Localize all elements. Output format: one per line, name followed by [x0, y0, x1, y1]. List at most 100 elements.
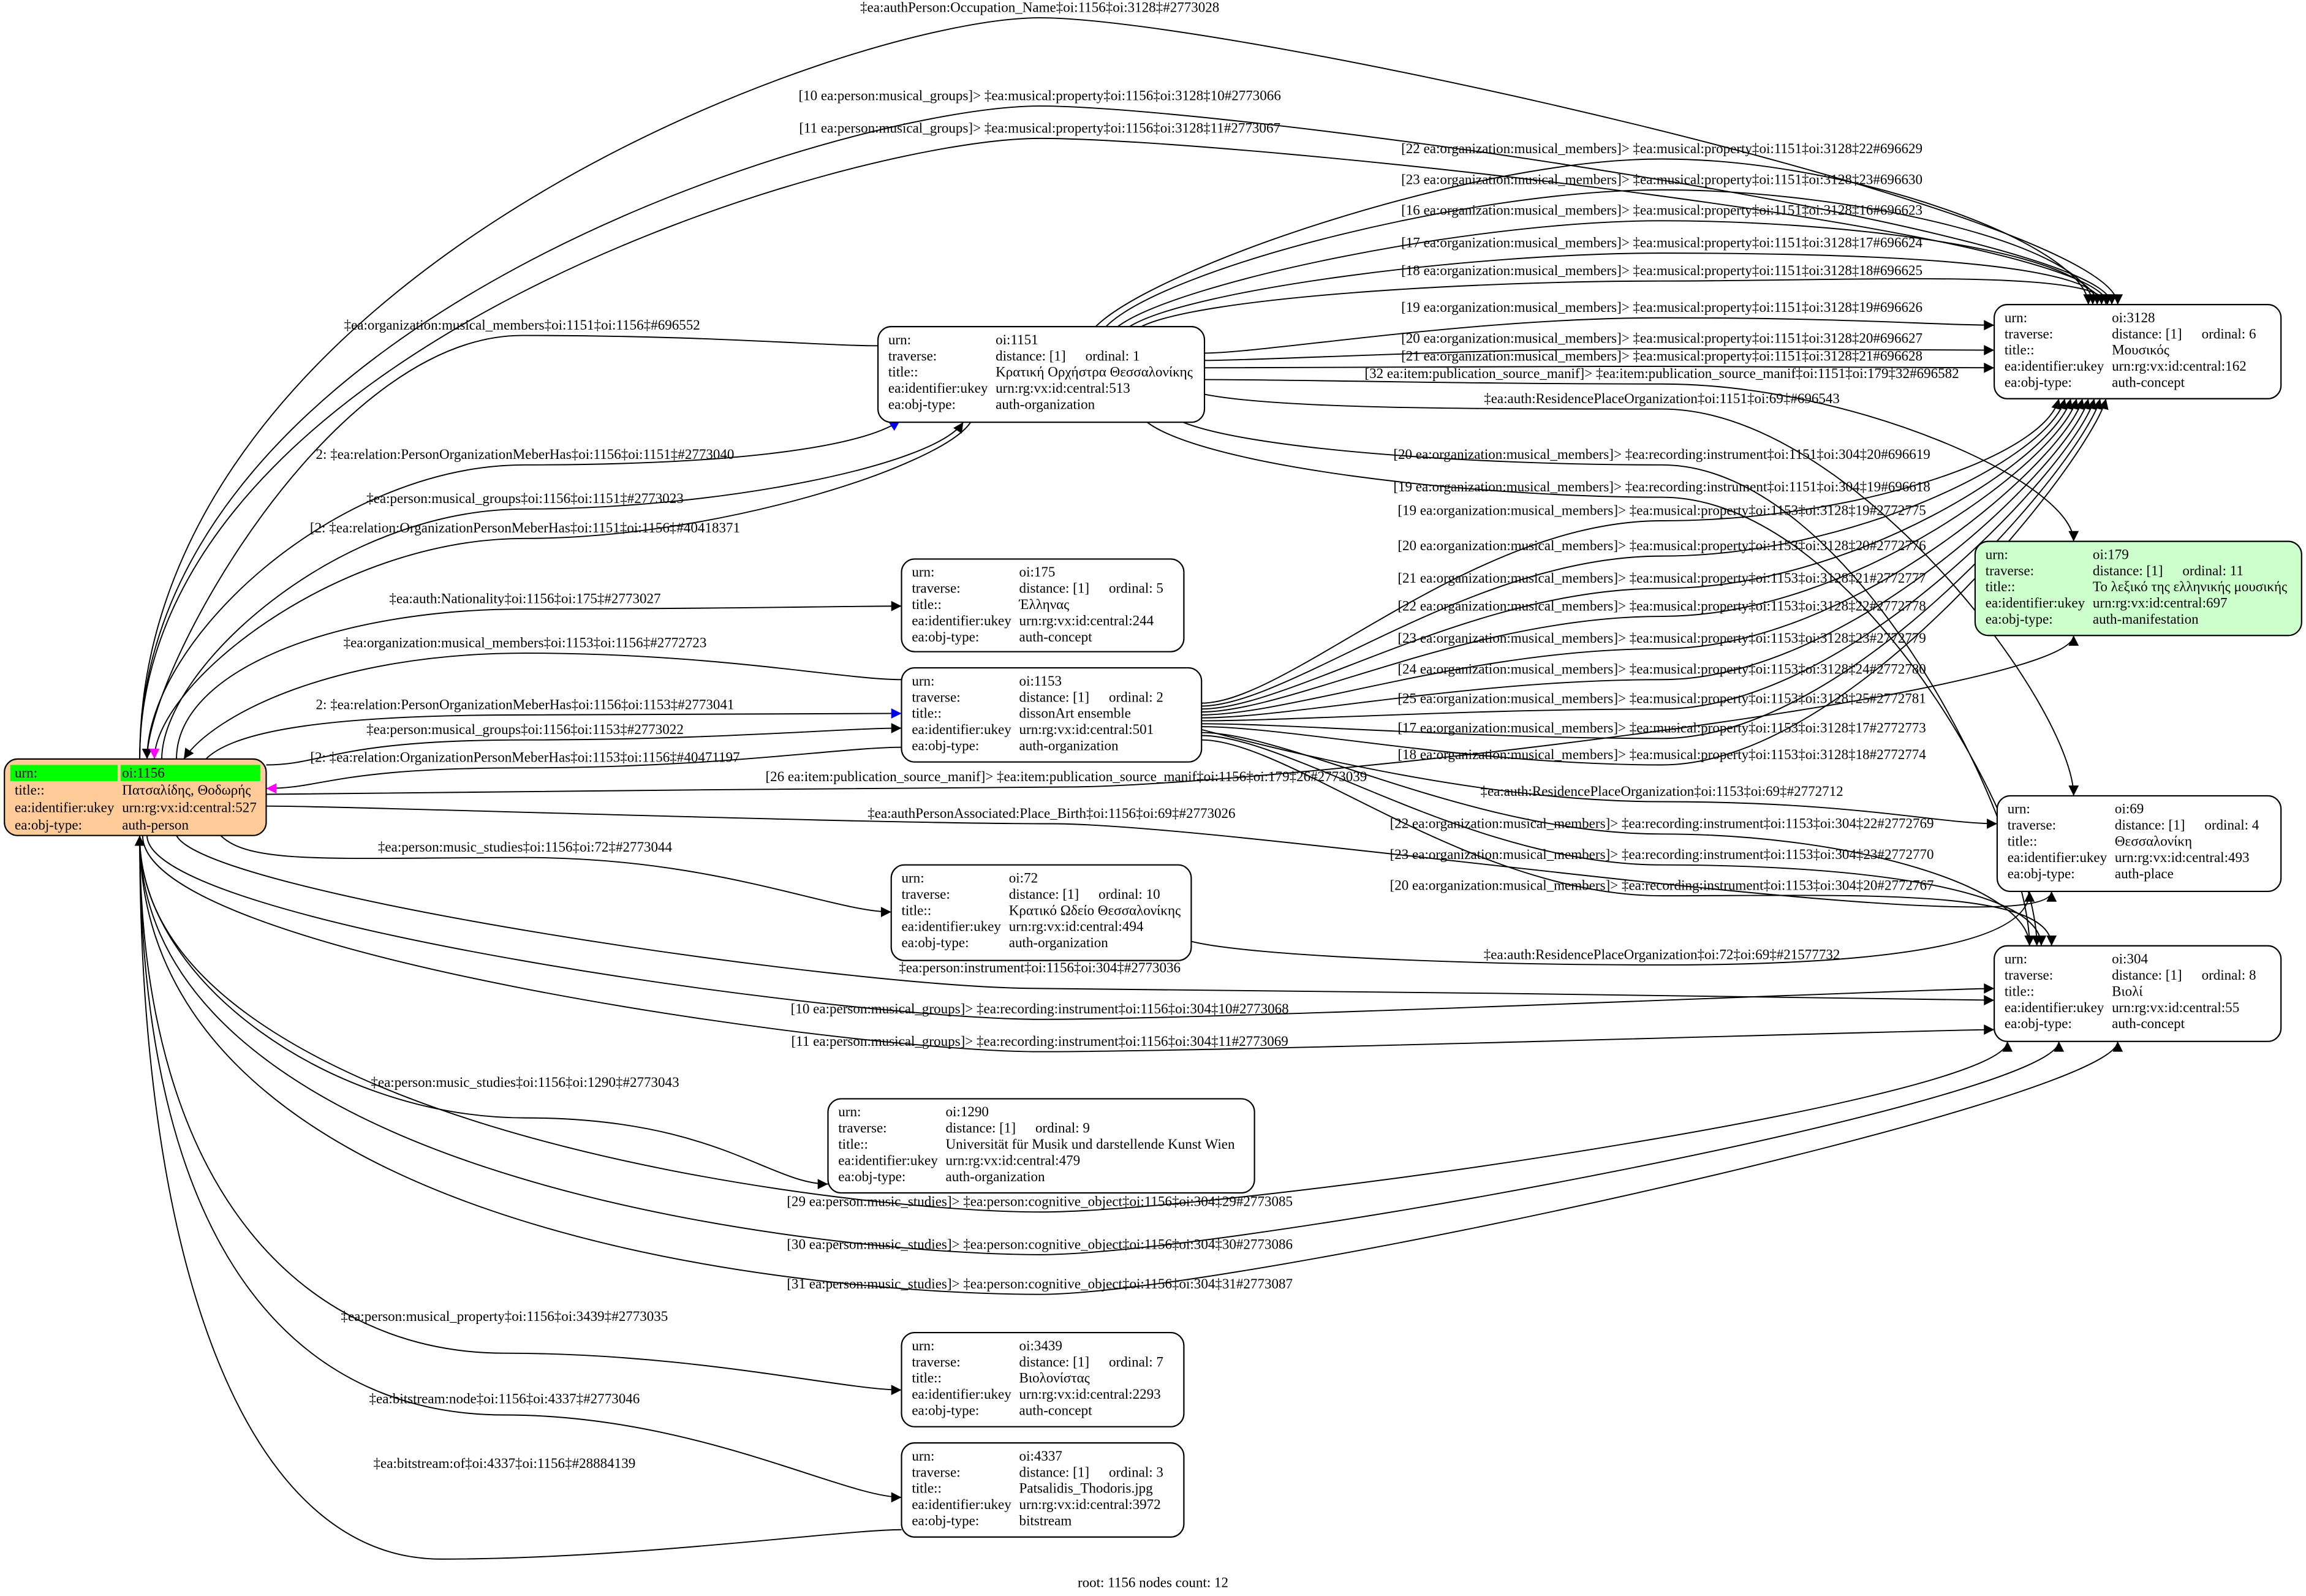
row-value-type: auth-manifestation	[2093, 611, 2199, 627]
edge-label: [22 ea:organization:musical_members]> ‡e…	[1390, 815, 1934, 831]
edge-1153-to-1156: ‡ea:organization:musical_members‡oi:1153…	[183, 634, 902, 760]
row-label-urn: urn:	[838, 1103, 861, 1119]
edge-line	[1204, 362, 1995, 373]
node-box	[1994, 945, 2282, 1042]
edge-1153-to-1156: [2: ‡ea:relation:OrganizationPersonMeber…	[266, 746, 902, 794]
row-value-traverse: distance: [1]	[946, 1120, 1016, 1136]
edge-line	[220, 835, 891, 917]
edges-layer: ‡ea:authPerson:Occupation_Name‡oi:1156‡o…	[134, 0, 2123, 1560]
edge-line	[1201, 398, 2109, 766]
edge-line	[139, 835, 902, 1396]
row-label-ukey: ea:identifier:ukey	[912, 1496, 1011, 1512]
edge-label: [10 ea:person:musical_groups]> ‡ea:recor…	[791, 1000, 1289, 1016]
edge-1156-to-72: ‡ea:person:music_studies‡oi:1156‡oi:72‡#…	[220, 835, 891, 917]
row-label-title: title::	[2008, 833, 2038, 849]
edge-label: [25 ea:organization:musical_members]> ‡e…	[1397, 690, 1926, 706]
row-value-ukey: urn:rg:vx:id:central:494	[1009, 918, 1144, 934]
edge-line	[176, 600, 902, 759]
row-value-urn: oi:1151	[996, 331, 1038, 347]
edge-line	[1201, 739, 2057, 946]
edge-label: 2: ‡ea:relation:PersonOrganizationMeberH…	[316, 696, 735, 712]
edge-line	[176, 835, 1995, 1005]
edge-line	[183, 652, 902, 760]
edge-label: [32 ea:item:publication_source_manif]> ‡…	[1364, 365, 1959, 381]
edge-1153-to-3128: [17 ea:organization:musical_members]> ‡e…	[1201, 398, 2103, 739]
row-value-ukey: urn:rg:vx:id:central:527	[122, 800, 257, 815]
edge-label: ‡ea:organization:musical_members‡oi:1153…	[344, 634, 707, 650]
edge-line	[1204, 379, 2079, 542]
row-label-ukey: ea:identifier:ukey	[912, 1386, 1011, 1402]
row-label-traverse: traverse:	[912, 689, 960, 705]
edge-line	[1201, 398, 2073, 710]
edge-line	[1105, 189, 2098, 327]
edge-1153-to-3128: [23 ea:organization:musical_members]> ‡e…	[1201, 398, 2085, 716]
row-value-title: Κρατικό Ωδείο Θεσσαλονίκης	[1009, 902, 1181, 918]
edge-line	[1129, 252, 2107, 327]
edge-1153-to-304: [22 ea:organization:musical_members]> ‡e…	[1201, 732, 2035, 946]
edge-1151-to-304: [19 ea:organization:musical_members]> ‡e…	[1146, 422, 2043, 946]
edge-1151-to-3128: [17 ea:organization:musical_members]> ‡e…	[1129, 235, 2107, 327]
edge-1156-to-304: [30 ea:person:music_studies]> ‡ea:person…	[139, 835, 2064, 1255]
edge-label: [17 ea:organization:musical_members]> ‡e…	[1397, 720, 1926, 736]
row-label-ukey: ea:identifier:ukey	[1986, 595, 2085, 611]
edge-1156-to-3128: [11 ea:person:musical_groups]> ‡ea:music…	[139, 119, 2113, 759]
row-value-title: Universität für Musik und darstellende K…	[946, 1136, 1235, 1152]
row-value-type: auth-organization	[946, 1168, 1046, 1184]
row-value-title: Patsalidis_Thodoris.jpg	[1019, 1480, 1154, 1496]
row-label-traverse: traverse:	[912, 1353, 960, 1369]
edge-label: ‡ea:organization:musical_members‡oi:1151…	[344, 317, 700, 333]
row-value-traverse: distance: [1]	[2115, 817, 2185, 833]
row-value-type: auth-concept	[2112, 1015, 2185, 1031]
edge-label: ‡ea:bitstream:node‡oi:1156‡oi:4337‡#2773…	[369, 1390, 640, 1406]
row-value-ukey: urn:rg:vx:id:central:501	[1019, 721, 1154, 737]
row-label-ukey: ea:identifier:ukey	[2005, 358, 2104, 374]
row-label-ukey: ea:identifier:ukey	[912, 612, 1011, 628]
edge-label: [21 ea:organization:musical_members]> ‡e…	[1401, 347, 1922, 363]
row-value-ordinal: ordinal: 7	[1109, 1353, 1163, 1369]
row-value-traverse: distance: [1]	[1019, 689, 1089, 705]
row-value-ordinal: ordinal: 6	[2202, 325, 2256, 341]
edge-line	[1204, 317, 1995, 354]
edge-line	[142, 835, 1995, 1053]
edge-1153-to-3128: [21 ea:organization:musical_members]> ‡e…	[1201, 398, 2073, 710]
edge-label: [18 ea:organization:musical_members]> ‡e…	[1397, 746, 1926, 762]
row-value-traverse: distance: [1]	[1019, 1464, 1089, 1480]
edge-1151-to-179: [32 ea:item:publication_source_manif]> ‡…	[1204, 365, 2079, 542]
row-value-type: auth-person	[122, 817, 189, 833]
edge-line	[161, 422, 964, 759]
edge-1156-to-1151: 2: ‡ea:relation:PersonOrganizationMeberH…	[146, 420, 901, 759]
row-value-ordinal: ordinal: 3	[1109, 1464, 1163, 1480]
edge-label: [20 ea:organization:musical_members]> ‡e…	[1390, 877, 1934, 893]
edge-1151-to-3128: [23 ea:organization:musical_members]> ‡e…	[1105, 171, 2098, 327]
edge-1153-to-304: [23 ea:organization:musical_members]> ‡e…	[1201, 735, 2047, 946]
row-label-traverse: traverse:	[912, 1464, 960, 1480]
row-value-traverse: distance: [1]	[1009, 886, 1079, 902]
edge-1153-to-69: ‡ea:auth:ResidencePlaceOrganization‡oi:1…	[1201, 728, 1997, 829]
row-label-urn: urn:	[2005, 951, 2027, 967]
edge-1151-to-3128: [20 ea:organization:musical_members]> ‡e…	[1204, 330, 1995, 361]
row-label-type: ea:obj-type:	[912, 1513, 979, 1529]
row-value-type: auth-concept	[1019, 629, 1093, 645]
row-value-ordinal: ordinal: 9	[1035, 1120, 1090, 1136]
edge-line	[266, 746, 902, 794]
row-value-title: Κρατική Ορχήστρα Θεσσαλονίκης	[996, 364, 1193, 380]
edge-4337-to-1156: ‡ea:bitstream:of‡oi:4337‡oi:1156‡#288841…	[134, 835, 902, 1560]
root-header-label-cell	[10, 765, 118, 781]
edge-label: [26 ea:item:publication_source_manif]> ‡…	[765, 768, 1367, 784]
row-label-type: ea:obj-type:	[912, 1402, 979, 1418]
row-label-urn: urn:	[912, 673, 934, 689]
edge-label: [24 ea:organization:musical_members]> ‡e…	[1397, 661, 1926, 677]
